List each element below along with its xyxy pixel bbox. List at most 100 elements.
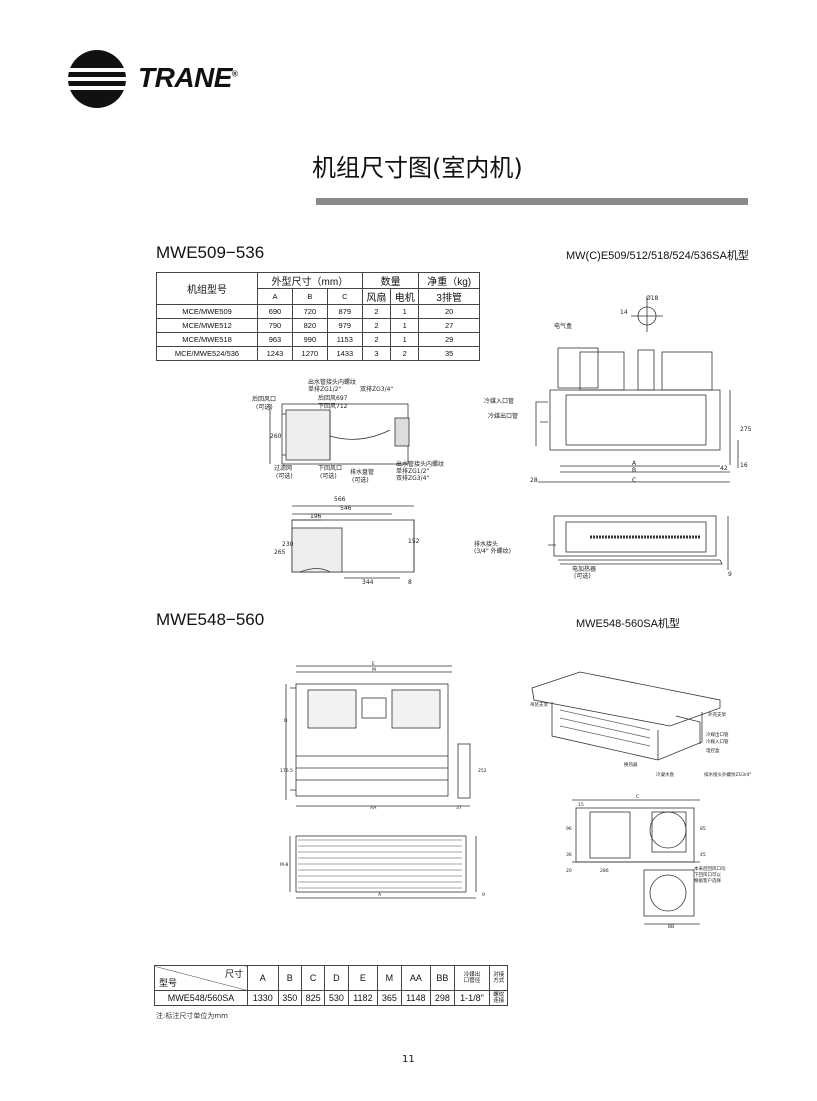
label-286: 286 — [600, 868, 609, 874]
label-16: 16 — [740, 462, 748, 469]
plan-view-drawing — [291, 505, 415, 579]
label-252: 252 — [478, 768, 487, 774]
label-9b: 9 — [482, 892, 485, 898]
cell: 35 — [418, 346, 480, 361]
label-double-row2: 双排ZG3/4" — [396, 474, 429, 482]
label-outlet-thread2: 出水管接头内螺纹 — [396, 460, 444, 468]
hdr-d: D — [324, 965, 349, 991]
label-8: 8 — [408, 579, 412, 586]
label-note-back2: 下回风口可以 — [694, 872, 721, 878]
label-37: 37 — [456, 805, 462, 811]
label-single-row2: 单排ZG1/2" — [396, 467, 429, 475]
label-double-row: 双排ZG3/4" — [360, 385, 393, 393]
cell: 365 — [377, 990, 402, 1006]
col-dim: 尺寸 — [224, 969, 243, 979]
label-e: E — [372, 661, 375, 667]
label-drain-spec: (3/4" 外螺纹) — [474, 547, 511, 555]
label-optional: (可选) — [256, 403, 273, 411]
label-a2: A — [378, 892, 382, 898]
hdr-bb: BB — [430, 965, 455, 991]
side-view-drawing — [269, 403, 410, 465]
hdr-c: C — [300, 965, 326, 991]
label-20: 20 — [566, 868, 572, 874]
label-phi18: Ø18 — [646, 295, 659, 302]
label-optional4: (可选) — [352, 476, 369, 484]
label-15: 15 — [578, 802, 584, 808]
units-note: 注:标注尺寸单位为mm — [156, 1012, 228, 1020]
label-d: D — [284, 718, 288, 724]
label-heat-exch: 换热器 — [624, 761, 638, 768]
label-344: 344 — [362, 579, 374, 586]
cell: 3 — [361, 346, 392, 361]
label-hanger: 吊装支架 — [530, 701, 548, 708]
label-outlet-thread: 出水管接头内螺纹 — [308, 378, 356, 386]
header-corner: 尺寸 型号 — [154, 965, 248, 991]
cell: 825 — [300, 990, 326, 1006]
cell: 1433 — [326, 346, 363, 361]
label-refr-in: 冷媒入口管 — [706, 738, 729, 745]
cell: 1148 — [400, 990, 432, 1006]
cell: 1330 — [247, 990, 279, 1006]
page-title: 机组尺寸图(室内机) — [312, 154, 523, 182]
label-a: A — [632, 460, 637, 467]
trane-circle-icon — [68, 50, 126, 108]
label-c2: C — [636, 794, 639, 800]
label-down-return: 下回风口 — [318, 465, 342, 472]
cell: 350 — [277, 990, 302, 1006]
top-elevation-drawing — [285, 665, 471, 807]
section2-title: MWE548−560 — [156, 610, 265, 629]
label-28: 28 — [530, 477, 538, 484]
hdr-b: B — [277, 965, 302, 991]
section1-spec-table: 机组型号 外型尺寸（mm） 数量 净重（kg) A B C 风扇 电机 3排管 … — [156, 272, 480, 361]
label-m8: M-8 — [280, 862, 289, 868]
isometric-drawing — [531, 671, 721, 761]
front-elevation-drawing — [535, 298, 739, 483]
label-optional-heater: (可选) — [574, 572, 591, 580]
cell-conn: 螺纹连接 — [489, 990, 508, 1006]
label-single-row: 单排ZG1/2" — [308, 385, 341, 393]
hdr-e: E — [347, 965, 379, 991]
label-dim-260: 260 — [270, 433, 282, 440]
label-85: 85 — [700, 826, 706, 832]
label-optional3: (可选) — [320, 472, 337, 480]
label-96: 96 — [566, 826, 572, 832]
label-275: 275 — [740, 426, 752, 433]
label-down-712: 下回风712 — [318, 403, 348, 410]
label-heater: 电加热器 — [572, 565, 596, 573]
label-in-pipe: 冷媒入口管 — [484, 397, 514, 405]
label-566: 566 — [334, 496, 346, 503]
label-aa: AA — [370, 805, 377, 811]
cell-model: MWE548/560SA — [154, 990, 248, 1006]
label-out-pipe: 冷媒出口管 — [488, 412, 518, 420]
section1-title: MWE509−536 — [156, 243, 265, 262]
cell: 2 — [361, 304, 392, 319]
hdr-pipe: 冷媒出口管径 — [453, 965, 491, 991]
section2-spec-table: 尺寸 型号 A B C D E M AA BB 冷媒出口管径 对接方式 MWE5… — [154, 965, 508, 1006]
label-m: M — [372, 667, 376, 673]
label-drain-pan: 排水盘管 — [350, 468, 374, 476]
section1-subtitle: MW(C)E509/512/518/524/536SA机型 — [566, 250, 749, 262]
label-outer-frame: 外壳支架 — [708, 711, 726, 718]
label-196: 196 — [310, 513, 322, 520]
label-45: 45 — [700, 852, 706, 858]
cell-pipe: 1-1/8" — [453, 990, 491, 1006]
label-drain-thread: 排水接头外螺纹ZG3/4" — [704, 771, 751, 778]
label-42: 42 — [720, 465, 728, 472]
label-refr-out: 冷媒出口管 — [706, 731, 729, 738]
label-rear-return: 后回风口 — [252, 395, 276, 403]
label-optional2: (可选) — [276, 472, 293, 480]
label-note-back: 本采后回风口均 — [694, 865, 726, 872]
cell: 530 — [324, 990, 349, 1006]
cell: MCE/MWE524/536 — [156, 346, 258, 361]
sub-motor: 电机 — [390, 288, 420, 305]
label-1765: 176.5 — [280, 768, 293, 774]
cell: 1182 — [347, 990, 379, 1006]
label-230: 230 — [282, 541, 294, 548]
label-b: B — [632, 467, 636, 474]
trane-logo: TRANE® — [66, 48, 256, 108]
label-rear-697: 后回风697 — [318, 394, 348, 402]
hdr-aa: AA — [400, 965, 432, 991]
page-number: 11 — [402, 1054, 415, 1065]
